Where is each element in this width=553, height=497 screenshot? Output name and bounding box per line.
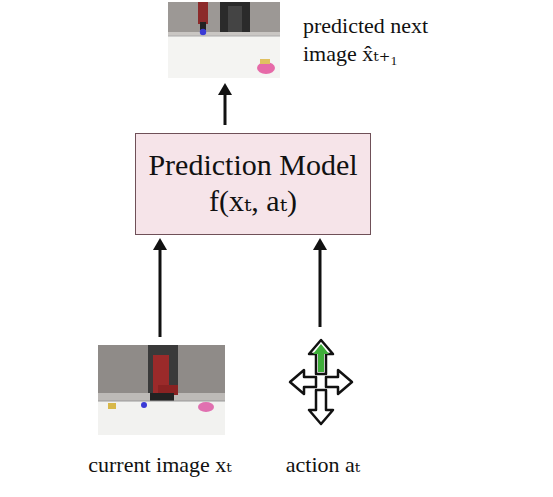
predicted-image: predicted next image x̂ₜ₊₁ <box>168 2 458 80</box>
current-image-photo <box>98 345 225 435</box>
predicted-image-photo <box>168 2 280 78</box>
current-image: current image xₜ <box>60 345 260 485</box>
action-arrows-icon <box>288 336 354 428</box>
image-caption: predicted next image x̂ₜ₊₁ <box>303 12 453 67</box>
image-caption: current image xₜ <box>60 451 260 479</box>
box-title: Prediction Model <box>136 147 370 183</box>
arrow-connector <box>218 83 232 125</box>
arrow-connector <box>313 238 327 327</box>
process-box: Prediction Modelf(xₜ, aₜ) <box>135 133 371 235</box>
arrow-connector <box>153 238 167 337</box>
box-formula: f(xₜ, aₜ) <box>136 183 370 219</box>
image-caption: action aₜ <box>258 451 388 479</box>
action-icon: action aₜ <box>258 335 388 485</box>
